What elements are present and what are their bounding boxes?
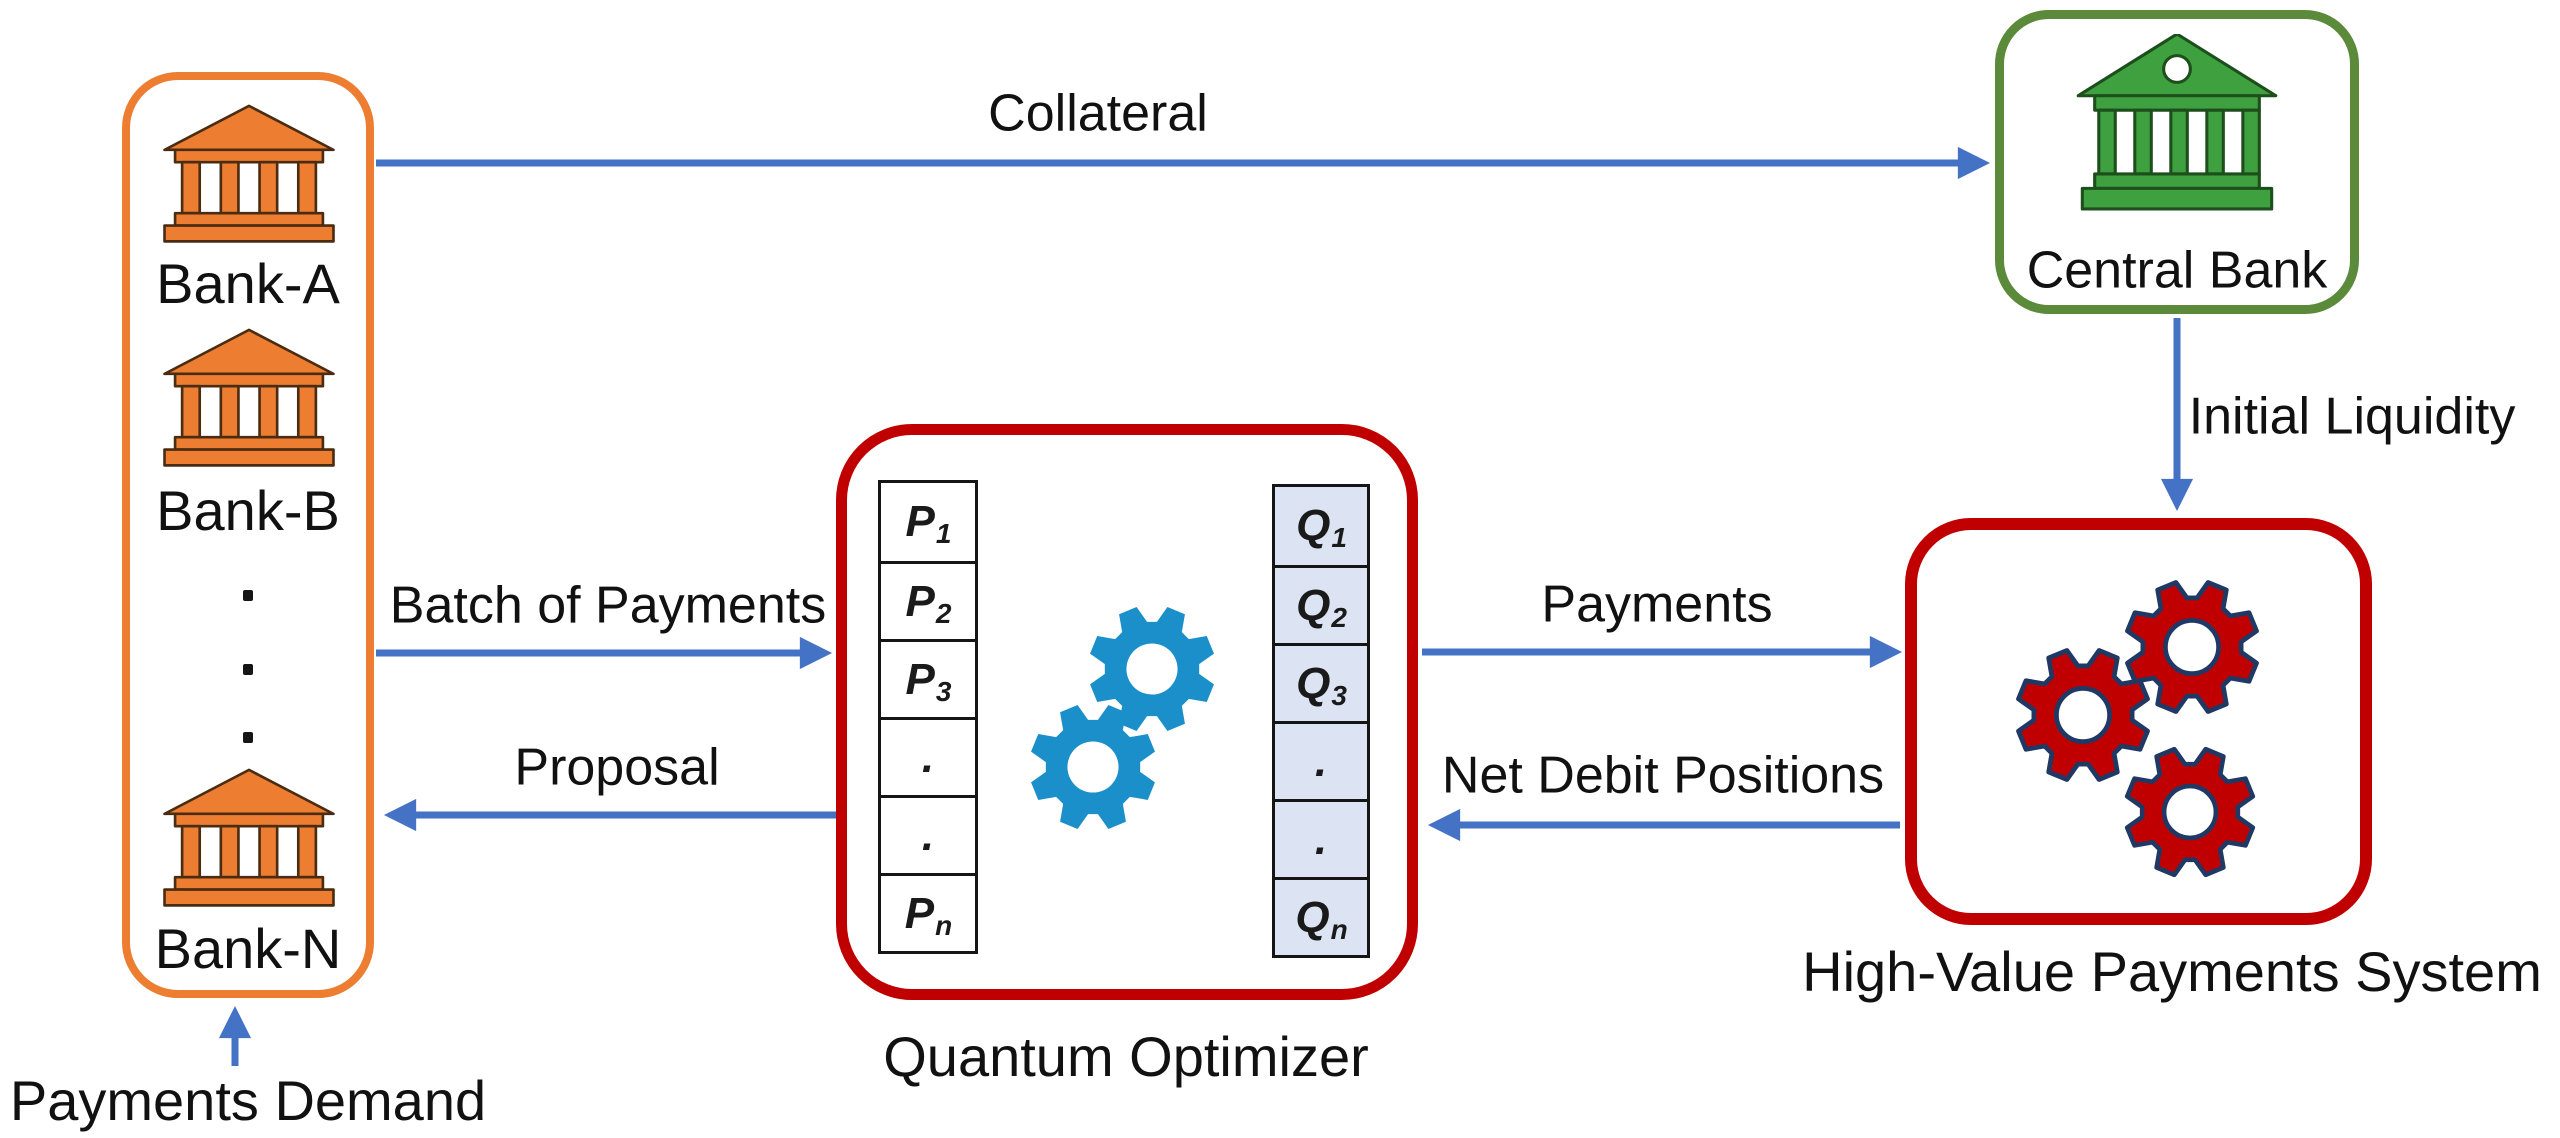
p-cell: . — [881, 717, 975, 795]
batch-of-payments-label: Batch of Payments — [389, 576, 827, 635]
initial-liquidity-label: Initial Liquidity — [2188, 387, 2516, 446]
gear-icon — [2116, 738, 2264, 886]
proposal-label: Proposal — [514, 738, 720, 797]
q-cell: . — [1275, 721, 1367, 799]
bank-label: Bank-B — [156, 479, 340, 543]
bank-icon — [163, 768, 335, 907]
central-bank-icon — [2076, 34, 2278, 211]
bank-label: Bank-N — [154, 917, 342, 981]
q-cell: . — [1275, 799, 1367, 877]
net-debit-positions-label: Net Debit Positions — [1441, 746, 1885, 805]
ellipsis-dot — [243, 732, 253, 743]
collateral-label: Collateral — [988, 84, 1208, 143]
payments-label: Payments — [1541, 575, 1773, 634]
hvps-box — [1905, 518, 2372, 925]
ellipsis-dot — [243, 664, 253, 675]
quantum-optimizer-label: Quantum Optimizer — [883, 1025, 1369, 1089]
bank-icon — [163, 328, 335, 467]
gear-icon — [1031, 705, 1155, 829]
payments-demand-label: Payments Demand — [9, 1069, 487, 1133]
bank-icon — [163, 104, 335, 243]
bank-label: Bank-A — [156, 252, 340, 316]
hvps-label: High-Value Payments System — [1802, 940, 2542, 1004]
central-bank-label: Central Bank — [2026, 241, 2328, 300]
ellipsis-dot — [243, 590, 253, 601]
p-cell: . — [881, 795, 975, 873]
